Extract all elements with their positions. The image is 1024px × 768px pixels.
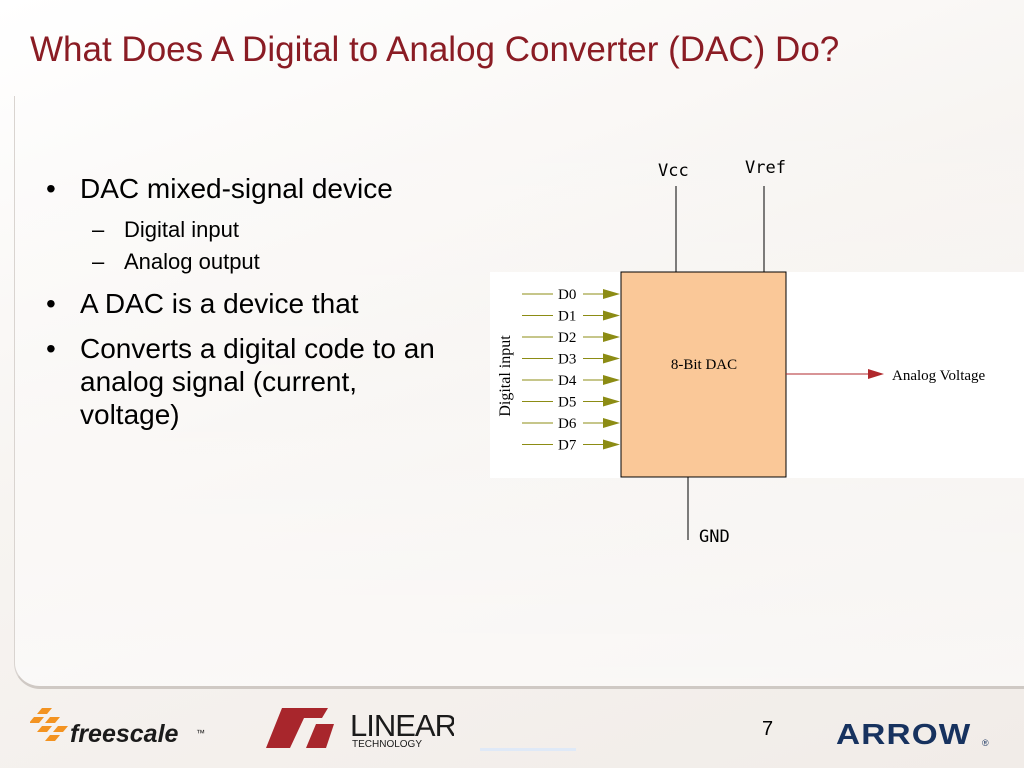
arrow-wordmark: ARROW xyxy=(836,720,971,750)
input-label-d4: D4 xyxy=(558,373,577,389)
sub-bullet-item: Digital input xyxy=(42,217,462,243)
input-arrow-icon xyxy=(603,289,620,299)
technology-wordmark: TECHNOLOGY xyxy=(352,739,422,750)
arrow-logo: ARROW ® xyxy=(836,720,989,750)
bullet-item: Converts a digital code to an analog sig… xyxy=(42,332,462,431)
digital-input-label: Digital input xyxy=(497,335,514,417)
input-label-d1: D1 xyxy=(558,309,576,325)
freescale-logo: freescale ™ xyxy=(30,708,205,748)
input-arrow-icon xyxy=(603,396,620,407)
vcc-label: Vcc xyxy=(658,161,689,181)
input-arrow-icon xyxy=(603,439,620,450)
freescale-mark-icon xyxy=(30,708,68,741)
input-arrow-icon xyxy=(603,310,620,321)
dac-diagram: Vcc Vref GND 8-Bit DAC Digital input D0D… xyxy=(497,158,986,547)
linear-wordmark: LINEAR xyxy=(350,708,454,743)
input-label-d7: D7 xyxy=(558,438,577,454)
analog-voltage-label: Analog Voltage xyxy=(892,368,986,384)
input-label-d6: D6 xyxy=(558,416,577,432)
input-arrow-icon xyxy=(603,418,620,428)
slide-title: What Does A Digital to Analog Converter … xyxy=(30,30,840,69)
input-arrow-icon xyxy=(603,332,620,342)
input-label-d3: D3 xyxy=(558,352,576,368)
registered-mark: ® xyxy=(982,738,989,748)
bullet-item: DAC mixed-signal device xyxy=(42,172,462,205)
trademark-mark: ™ xyxy=(196,728,205,738)
bullet-item: A DAC is a device that xyxy=(42,287,462,320)
input-label-d2: D2 xyxy=(558,330,576,346)
linear-technology-logo: LINEAR TECHNOLOGY xyxy=(266,708,454,750)
input-arrow-icon xyxy=(603,375,620,385)
bullet-list: DAC mixed-signal device Digital input An… xyxy=(42,172,462,443)
input-label-d0: D0 xyxy=(558,287,576,303)
input-arrow-icon xyxy=(603,353,620,364)
linear-mark-icon xyxy=(266,708,334,748)
input-label-d5: D5 xyxy=(558,395,576,411)
accent-stripe xyxy=(480,748,576,751)
page-number: 7 xyxy=(762,718,774,740)
dac-block-label: 8-Bit DAC xyxy=(671,357,737,373)
sub-bullet-item: Analog output xyxy=(42,249,462,275)
vref-label: Vref xyxy=(745,158,786,178)
freescale-wordmark: freescale xyxy=(70,720,179,748)
output-arrow-icon xyxy=(868,369,884,379)
gnd-label: GND xyxy=(699,527,730,547)
footer: freescale ™ LINEAR TECHNOLOGY 7 ARROW ® xyxy=(0,690,1024,768)
dac-block xyxy=(620,271,787,478)
